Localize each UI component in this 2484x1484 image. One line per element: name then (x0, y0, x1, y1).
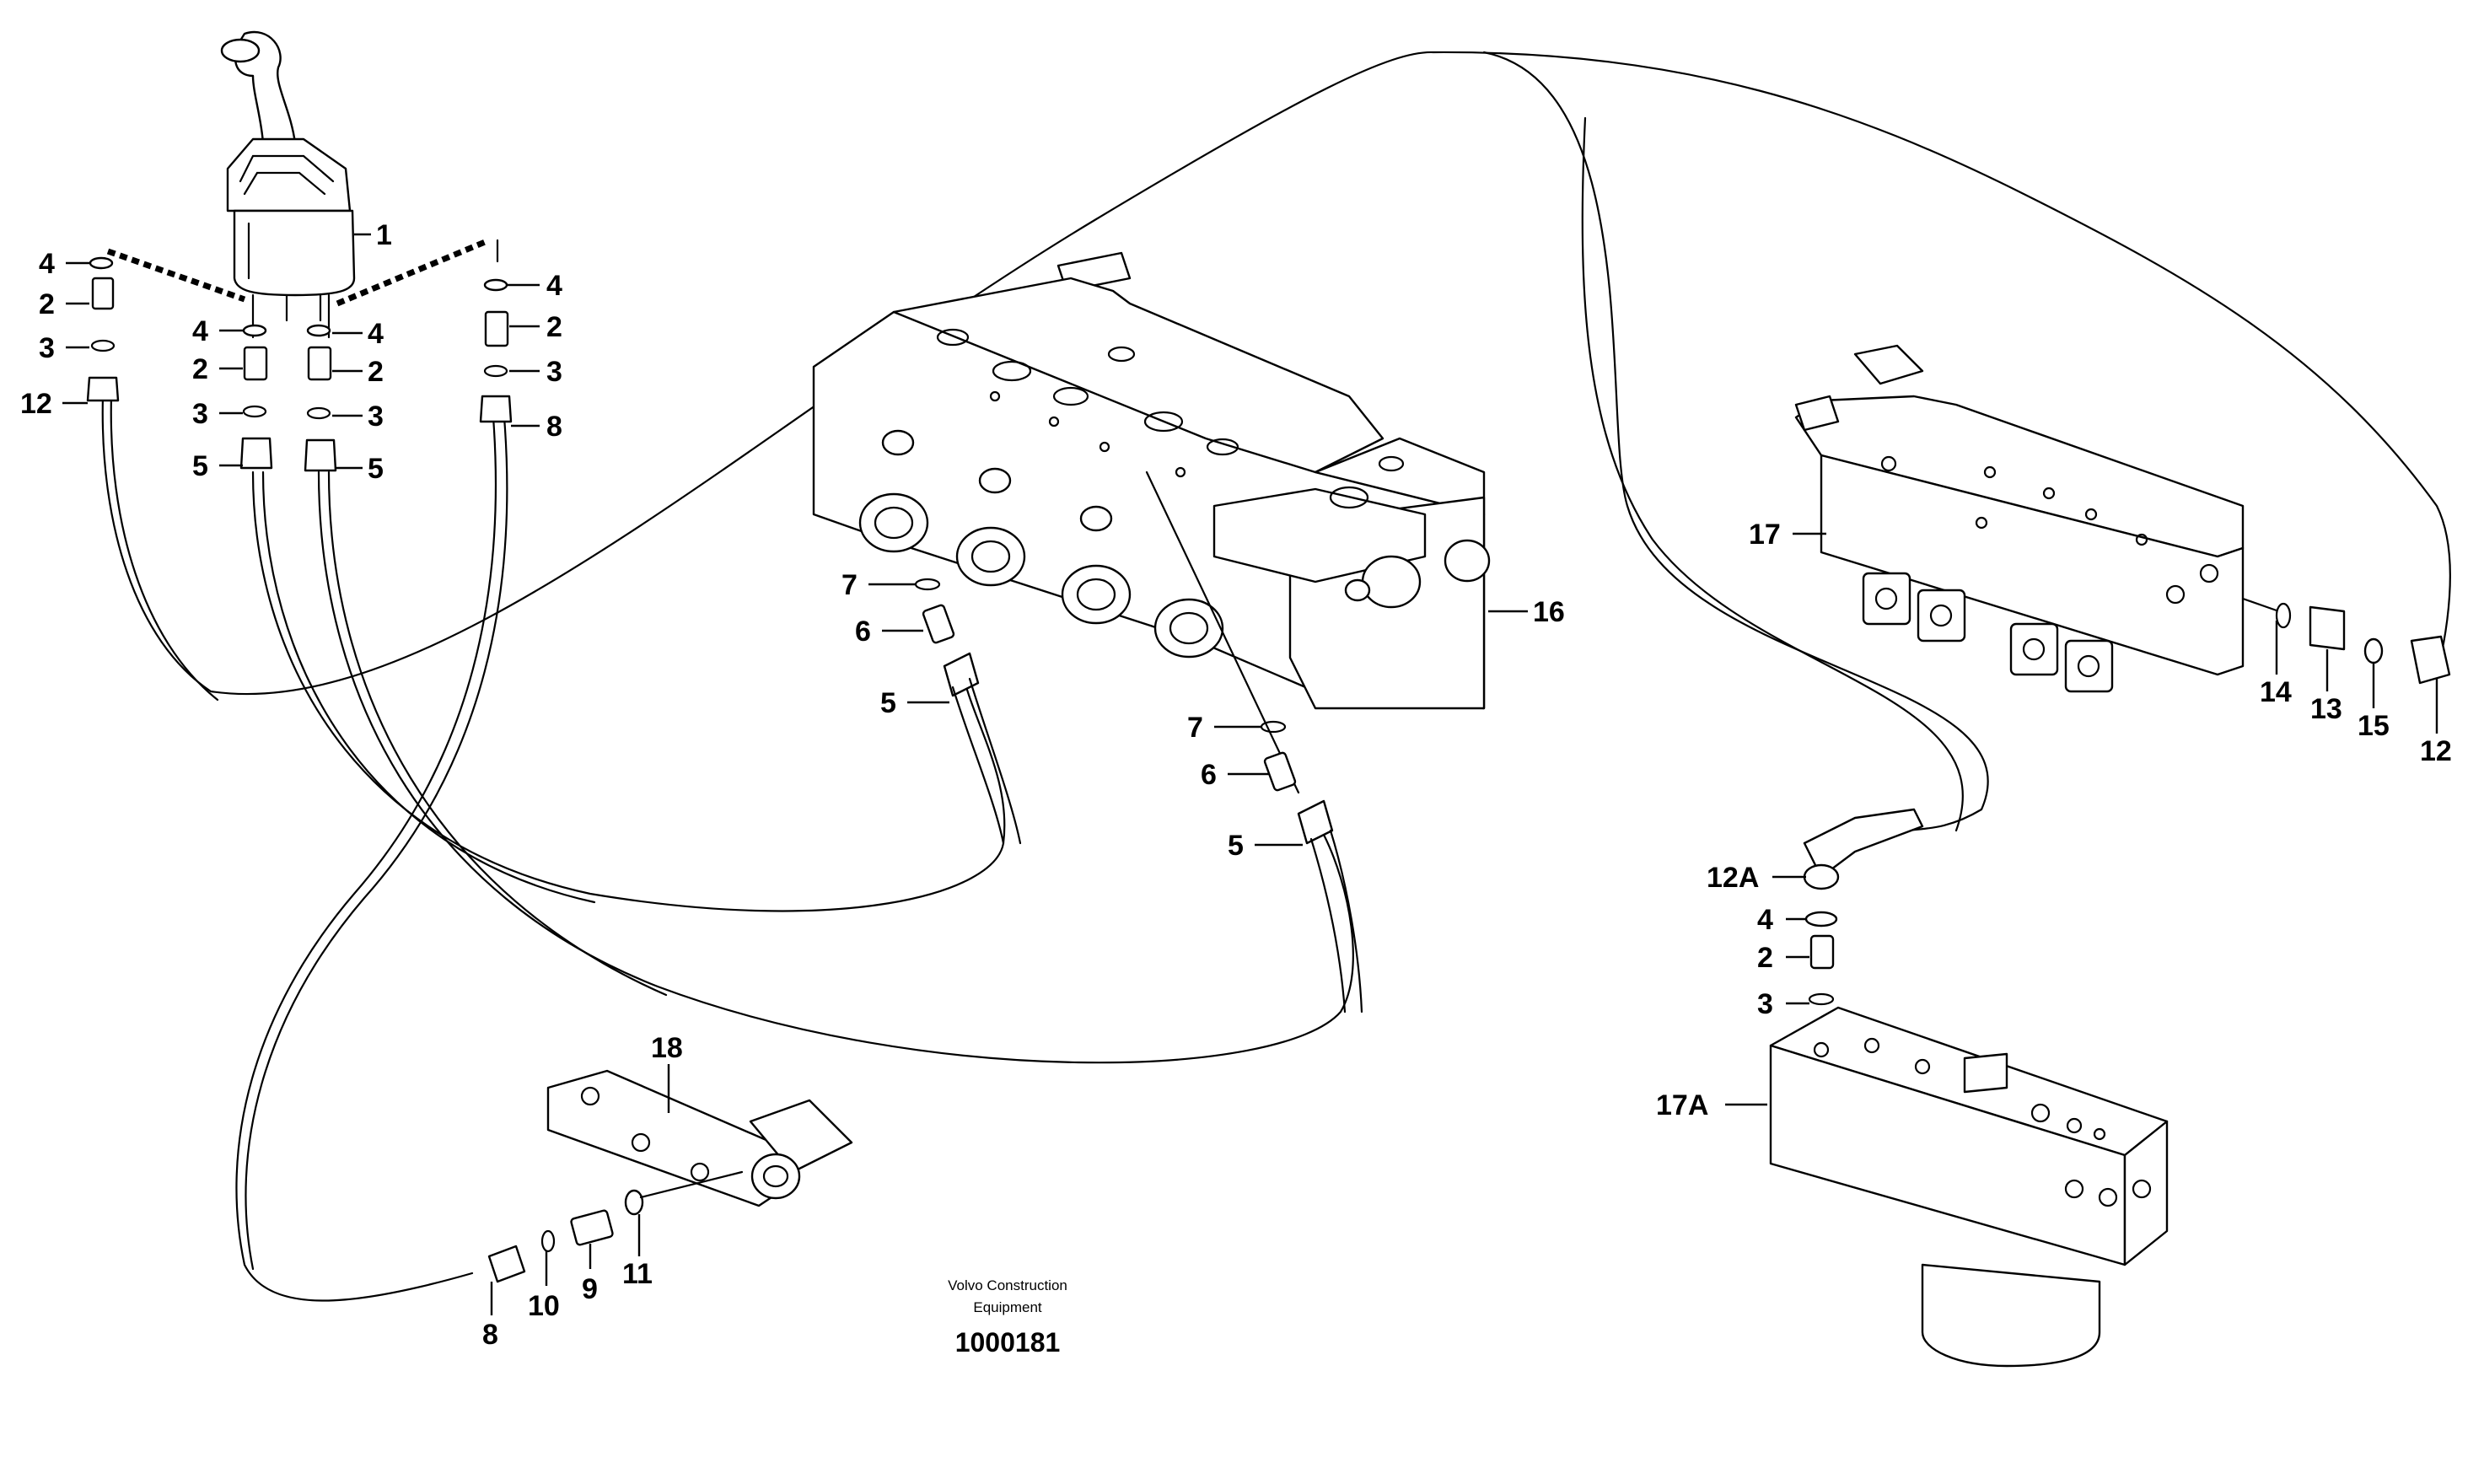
callout-4: 4 (39, 248, 55, 280)
solenoid-coils (1862, 572, 2114, 693)
callout-16: 16 (1533, 596, 1565, 628)
callout-3: 3 (39, 332, 55, 364)
callout-17A: 17A (1656, 1089, 1708, 1121)
callout-11: 11 (622, 1258, 653, 1290)
fitting-stack-manifold (1803, 808, 1924, 1006)
joystick-control (106, 30, 499, 339)
footer-company-line2: Equipment (973, 1299, 1042, 1315)
callout-2: 2 (192, 353, 208, 385)
valve-cartridges (858, 429, 1491, 659)
callout-15: 15 (2358, 710, 2390, 742)
solenoid-valve-block (1794, 344, 2451, 693)
callout-3: 3 (192, 398, 208, 430)
callout-17: 17 (1749, 519, 1781, 551)
callout-2: 2 (368, 356, 384, 388)
callout-12: 12 (20, 388, 52, 420)
callout-4: 4 (368, 318, 384, 350)
bracket-block (487, 1069, 853, 1283)
fitting-stack-mid-left (239, 324, 273, 470)
callout-3: 3 (1757, 988, 1773, 1020)
callout-14: 14 (2260, 676, 2292, 708)
callout-7: 7 (841, 569, 858, 601)
callout-1: 1 (376, 219, 392, 251)
callout-labels: 1 4 2 3 12 4 2 3 5 4 2 3 5 4 2 3 8 7 6 5… (20, 219, 2452, 1351)
callout-3: 3 (546, 356, 562, 388)
callout-2: 2 (39, 288, 55, 320)
callout-10: 10 (528, 1290, 560, 1322)
fitting-stack-mid-right (304, 324, 337, 472)
leader-lines (62, 233, 2438, 1315)
callout-7: 7 (1187, 712, 1203, 744)
callout-6: 6 (855, 616, 871, 648)
callout-2: 2 (546, 311, 562, 343)
drawing-footer: Volvo Construction Equipment 1000181 (948, 1277, 1067, 1358)
callout-12A: 12A (1707, 862, 1759, 894)
callout-5: 5 (1228, 830, 1244, 862)
callout-6: 6 (1201, 759, 1217, 791)
fitting-stack-left (86, 256, 120, 402)
callout-2: 2 (1757, 942, 1773, 974)
callout-9: 9 (582, 1273, 598, 1305)
callout-8: 8 (482, 1319, 498, 1351)
footer-company-line1: Volvo Construction (948, 1277, 1067, 1293)
manifold-block (1769, 1006, 2169, 1368)
fitting-stack-right (479, 278, 513, 423)
valve-plate-holes (936, 328, 1405, 509)
callout-18: 18 (651, 1032, 683, 1064)
callout-4: 4 (192, 315, 208, 347)
callout-5: 5 (192, 450, 208, 482)
callout-4: 4 (1757, 904, 1773, 936)
callout-13: 13 (2310, 693, 2342, 725)
callout-3: 3 (368, 401, 384, 433)
callout-5: 5 (368, 453, 384, 485)
control-valve-block (812, 251, 1491, 794)
callout-12: 12 (2420, 735, 2452, 767)
manifold-ports (1813, 1037, 2152, 1207)
callout-4: 4 (546, 270, 562, 302)
valve-fitting-lower (1260, 720, 1363, 1014)
drawing-number: 1000181 (955, 1327, 1061, 1358)
callout-8: 8 (546, 411, 562, 443)
hose-lines (101, 51, 2451, 1302)
callout-5: 5 (880, 687, 896, 719)
solenoid-block-holes (1880, 455, 2219, 605)
valve-fitting-upper (914, 578, 1022, 845)
